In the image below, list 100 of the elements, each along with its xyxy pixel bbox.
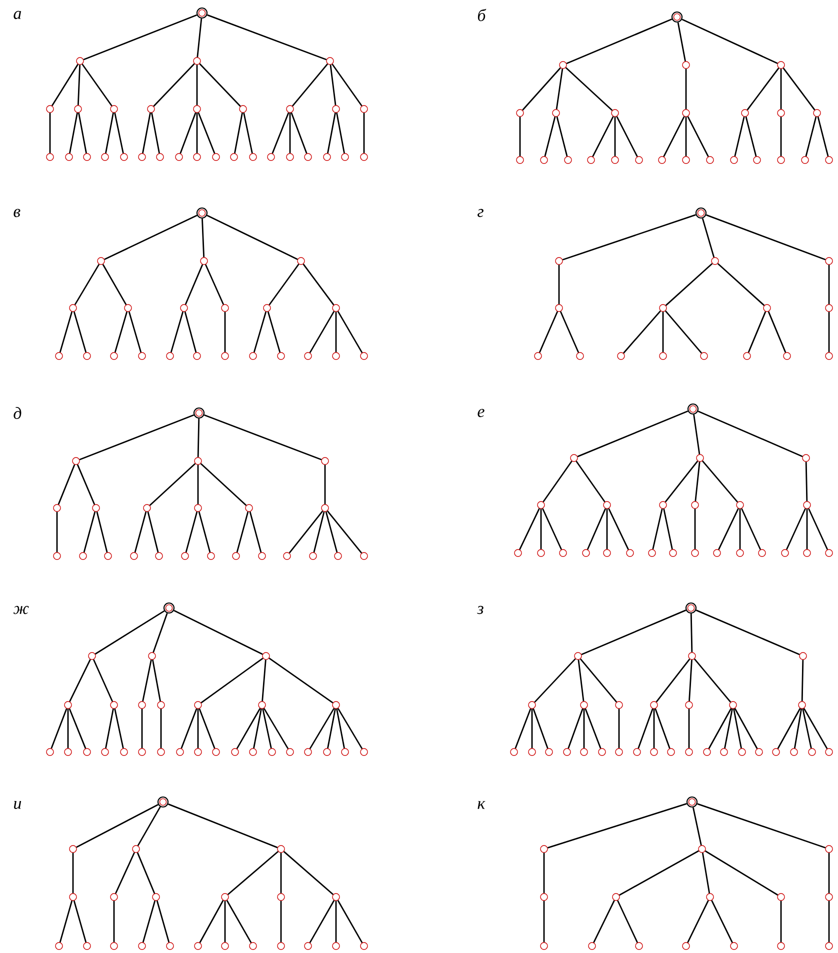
node-circle bbox=[55, 352, 63, 360]
node-circle bbox=[783, 352, 791, 360]
edge-line bbox=[542, 460, 572, 502]
edge-line bbox=[69, 112, 78, 154]
node-circle bbox=[736, 501, 744, 509]
edge-line bbox=[49, 112, 51, 154]
node-circle bbox=[825, 156, 833, 164]
edge-line bbox=[283, 851, 334, 895]
node-circle bbox=[232, 552, 240, 560]
edge-line bbox=[92, 659, 114, 702]
edge-line bbox=[687, 116, 709, 157]
edge-line bbox=[196, 18, 202, 58]
node-circle bbox=[559, 549, 567, 557]
edge-line bbox=[324, 464, 326, 504]
edge-line bbox=[806, 508, 808, 550]
node-circle bbox=[777, 156, 785, 164]
edge-line bbox=[79, 414, 194, 460]
edge-line bbox=[59, 900, 73, 942]
edge-line bbox=[724, 708, 733, 748]
node-circle bbox=[321, 457, 329, 465]
node-circle bbox=[706, 156, 714, 164]
node-circle bbox=[790, 748, 798, 756]
node-circle bbox=[753, 156, 761, 164]
edge-line bbox=[96, 512, 108, 552]
root-node-circle bbox=[163, 602, 175, 614]
edge-line bbox=[688, 660, 692, 702]
edge-line bbox=[828, 264, 830, 304]
node-circle bbox=[360, 352, 368, 360]
node-circle bbox=[53, 504, 61, 512]
edge-line bbox=[702, 852, 710, 894]
edge-line bbox=[584, 708, 602, 749]
edge-line bbox=[740, 508, 762, 550]
edge-line bbox=[184, 264, 204, 305]
edge-line bbox=[196, 112, 198, 154]
edge-line bbox=[198, 112, 216, 154]
edge-line bbox=[653, 708, 655, 748]
edge-line bbox=[200, 658, 264, 704]
edge-line bbox=[514, 708, 532, 749]
node-circle bbox=[540, 893, 548, 901]
edge-line bbox=[152, 660, 161, 702]
edge-line bbox=[128, 312, 142, 352]
node-circle bbox=[53, 552, 61, 560]
edge-line bbox=[780, 900, 782, 942]
node-circle bbox=[55, 942, 63, 950]
node-circle bbox=[563, 748, 571, 756]
edge-line bbox=[170, 312, 184, 352]
edge-line bbox=[141, 708, 143, 748]
edge-line bbox=[184, 312, 197, 352]
node-circle bbox=[738, 748, 746, 756]
edge-line bbox=[578, 660, 584, 702]
node-circle bbox=[510, 748, 518, 756]
node-circle bbox=[528, 748, 536, 756]
edge-line bbox=[114, 708, 124, 748]
node-circle bbox=[69, 304, 77, 312]
node-circle bbox=[64, 748, 72, 756]
edge-line bbox=[828, 852, 830, 894]
edge-line bbox=[592, 116, 614, 157]
node-circle bbox=[120, 748, 128, 756]
edge-line bbox=[105, 708, 114, 748]
node-circle bbox=[706, 893, 714, 901]
node-circle bbox=[120, 153, 128, 161]
edge-line bbox=[777, 708, 801, 749]
node-circle bbox=[231, 748, 239, 756]
edge-line bbox=[326, 510, 362, 554]
edge-line bbox=[694, 658, 732, 702]
node-circle bbox=[283, 552, 291, 560]
root-node-circle bbox=[671, 11, 683, 23]
node-circle bbox=[803, 549, 811, 557]
node-circle bbox=[528, 701, 536, 709]
edge-line bbox=[540, 508, 542, 550]
edge-line bbox=[817, 116, 829, 156]
node-circle bbox=[813, 109, 821, 117]
node-circle bbox=[110, 105, 118, 113]
edge-line bbox=[677, 22, 686, 62]
edge-line bbox=[805, 462, 808, 502]
panel-letter: б bbox=[478, 8, 486, 22]
node-circle bbox=[332, 942, 340, 950]
node-circle bbox=[777, 61, 785, 69]
edge-line bbox=[337, 900, 363, 944]
node-circle bbox=[175, 153, 183, 161]
node-circle bbox=[777, 893, 785, 901]
edge-line bbox=[197, 708, 199, 748]
node-circle bbox=[635, 942, 643, 950]
node-circle bbox=[659, 352, 667, 360]
node-circle bbox=[304, 942, 312, 950]
node-circle bbox=[64, 701, 72, 709]
node-circle bbox=[612, 893, 620, 901]
node-circle bbox=[580, 701, 588, 709]
root-node-circle bbox=[196, 207, 208, 219]
edge-line bbox=[224, 900, 226, 942]
edge-line bbox=[748, 311, 766, 353]
edge-line bbox=[137, 806, 161, 846]
edge-line bbox=[289, 112, 291, 154]
node-circle bbox=[207, 552, 215, 560]
root-node-circle bbox=[695, 207, 707, 219]
edge-line bbox=[663, 116, 685, 157]
node-circle bbox=[696, 454, 704, 462]
node-circle bbox=[286, 748, 294, 756]
edge-line bbox=[780, 116, 782, 156]
node-circle bbox=[691, 501, 699, 509]
